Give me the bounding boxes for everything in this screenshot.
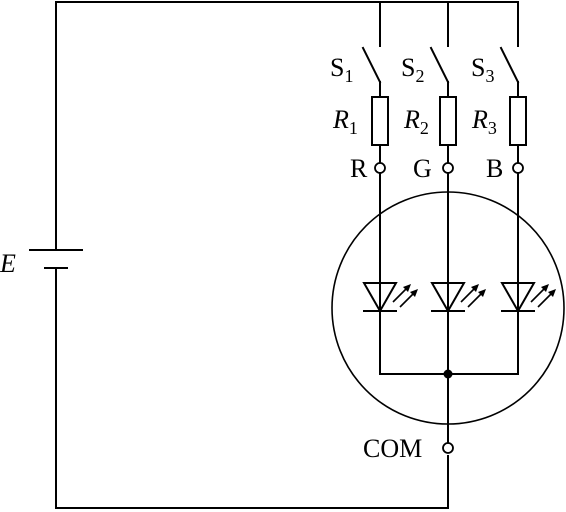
terminal-g: [442, 162, 454, 174]
led-blue: [500, 282, 556, 314]
branch-green: [429, 1, 457, 444]
branch-red: [361, 1, 389, 375]
led-red: [362, 282, 418, 314]
resistor-r3: [509, 96, 527, 146]
switch-s2-blade: [429, 46, 450, 84]
battery: [29, 249, 83, 269]
terminal-com: [442, 442, 454, 454]
switch-s1-blade: [361, 46, 382, 84]
terminal-r-label: R: [350, 154, 368, 183]
resistor-r2-label: R2: [403, 105, 429, 138]
switch-s2-label: S2: [401, 53, 424, 86]
resistor-r1-label: R1: [332, 105, 358, 138]
branch-blue: [499, 1, 527, 375]
led-package-outline: [331, 191, 565, 425]
switch-s3-blade: [499, 46, 520, 84]
switch-s1-label: S1: [330, 53, 353, 86]
resistor-r1: [371, 96, 389, 146]
terminal-g-label: G: [413, 154, 432, 183]
outer-loop-wires: [55, 1, 519, 509]
resistor-r3-label: R3: [471, 105, 497, 138]
terminal-r: [374, 162, 386, 174]
led-green: [430, 282, 486, 314]
switch-s3-label: S3: [471, 53, 494, 86]
terminal-com-label: COM: [363, 434, 422, 463]
resistor-r2: [439, 96, 457, 146]
terminal-b-label: B: [486, 154, 503, 183]
junction-dot: [443, 369, 453, 379]
terminal-b: [512, 162, 524, 174]
battery-label: E: [0, 249, 16, 278]
